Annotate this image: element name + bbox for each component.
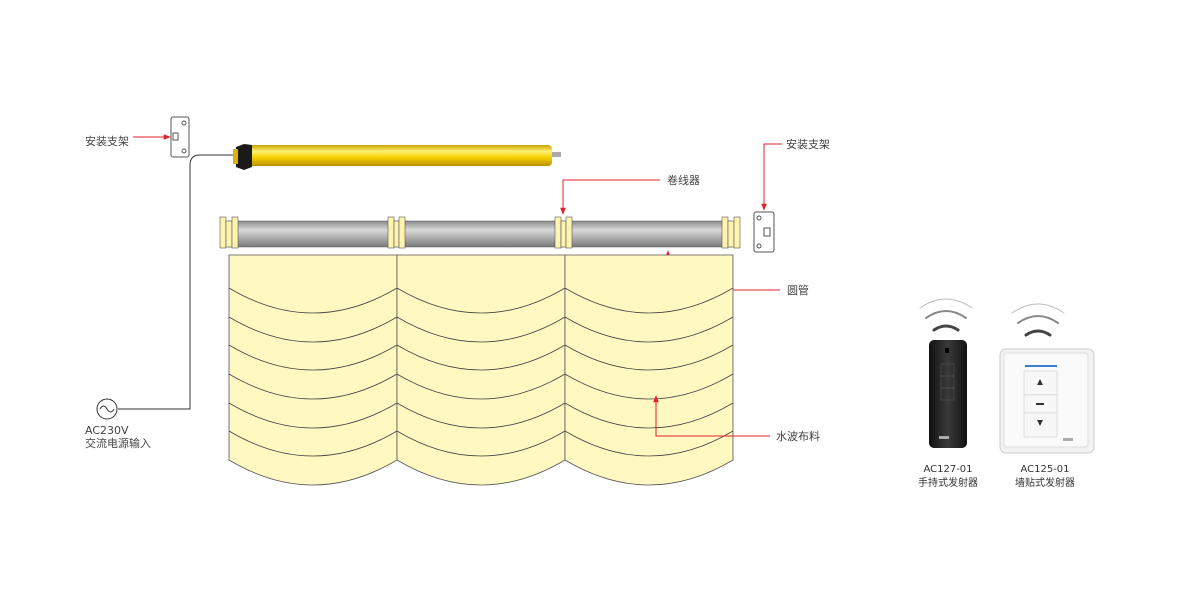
coupler-body	[225, 220, 233, 248]
tube-label: 圆管	[787, 283, 809, 297]
coupler-flange	[721, 216, 729, 249]
coupler-flange	[554, 216, 562, 249]
left-mounting-bracket	[170, 116, 190, 158]
tube-couplers	[219, 216, 741, 249]
fabric-fold	[564, 344, 734, 371]
down-icon	[1037, 420, 1043, 426]
coupler-body	[727, 220, 735, 248]
coupler-flange	[387, 216, 395, 249]
winder-arrow	[560, 179, 660, 215]
right-bracket-arrow	[761, 143, 782, 211]
fabric-fold	[228, 373, 398, 400]
coupler-body	[393, 220, 400, 248]
fabric-fold	[228, 430, 398, 457]
stop-icon	[1036, 403, 1044, 405]
left-bracket-label: 安装支架	[85, 134, 129, 148]
power-cable	[118, 154, 236, 410]
coupler-flange	[733, 216, 741, 249]
fabric-fold	[228, 344, 398, 371]
fabric-fold	[228, 402, 398, 429]
ac-source-icon	[96, 398, 118, 420]
fabric-fold	[396, 344, 566, 371]
coupler-flange	[565, 216, 573, 249]
remote-model-ac127: AC127-01	[923, 464, 972, 475]
handheld-remote	[929, 340, 967, 448]
power-description: 交流电源输入	[85, 436, 151, 450]
fabric-fold	[564, 316, 734, 343]
remote-desc-ac125: 墙贴式发射器	[1015, 476, 1075, 489]
right-mounting-bracket	[753, 211, 775, 253]
wall-remote	[999, 348, 1095, 454]
right-bracket-label: 安装支架	[786, 137, 830, 151]
fabric-fold	[396, 287, 566, 314]
fabric-fold	[564, 430, 734, 457]
fabric-fold	[396, 316, 566, 343]
remote-desc-ac127: 手持式发射器	[918, 476, 978, 489]
fabric-fold	[228, 316, 398, 343]
fabric-fold	[396, 373, 566, 400]
fabric-fold	[564, 373, 734, 400]
fabric-fold	[228, 287, 398, 314]
roller-tube	[227, 220, 733, 248]
up-icon	[1037, 379, 1043, 385]
fabric-fold	[396, 430, 566, 457]
fabric-arrow	[653, 395, 770, 437]
wifi-signal-icon	[1011, 303, 1065, 337]
coupler-flange	[219, 216, 227, 249]
wifi-signal-icon	[919, 298, 973, 332]
wave-fabric	[228, 254, 734, 486]
fabric-fold	[564, 287, 734, 314]
coupler-flange	[231, 216, 239, 249]
remote-model-ac125: AC125-01	[1020, 464, 1069, 475]
coupler-flange	[398, 216, 406, 249]
coupler-body	[560, 220, 567, 248]
fabric-fold	[396, 402, 566, 429]
power-voltage: AC230V	[85, 424, 129, 437]
fabric-label: 水波布料	[776, 429, 820, 443]
fabric-fold	[564, 402, 734, 429]
winder-label: 卷线器	[667, 173, 700, 187]
tubular-motor	[233, 144, 561, 170]
